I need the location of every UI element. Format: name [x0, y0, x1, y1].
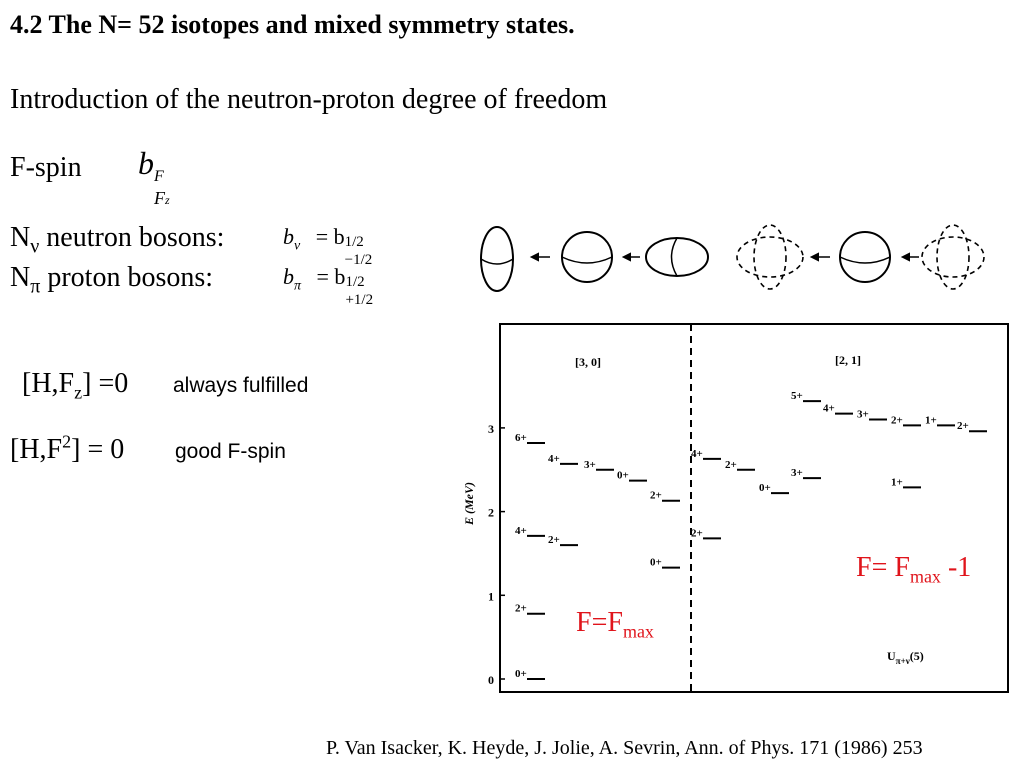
reference-citation: P. Van Isacker, K. Heyde, J. Jolie, A. S…	[326, 737, 923, 759]
proton-line: Nπ proton bosons:	[10, 262, 214, 298]
level-label: 2+	[725, 459, 737, 471]
group-label-21: [2, 1]	[835, 353, 861, 367]
intro-text: Introduction of the neutron-proton degre…	[10, 84, 608, 115]
level-label: 6+	[515, 432, 527, 444]
level-label: 4+	[691, 448, 703, 460]
neutron-equation: bν = b 1/2 −1/2	[283, 224, 373, 268]
level-label: 3+	[857, 409, 869, 421]
level-label: 5+	[791, 390, 803, 402]
fspin-sub: Fz	[154, 188, 170, 208]
fmax-label: F=Fmax	[576, 607, 654, 642]
level-label: 4+	[823, 403, 835, 415]
fspin-operator: b F Fz	[138, 145, 182, 208]
level-label: 2+	[957, 420, 969, 432]
y-tick-label: 1	[488, 589, 494, 603]
fmax-minus-one-label: F= Fmax -1	[856, 552, 972, 587]
level-label: 2+	[650, 490, 662, 502]
level-label: 3+	[584, 459, 596, 471]
mixed-shape-right	[921, 236, 985, 278]
level-label: 2+	[891, 414, 903, 426]
level-label: 4+	[548, 453, 560, 465]
y-axis-label: E (MeV)	[462, 482, 476, 526]
level-label: 4+	[515, 525, 527, 537]
chart-footer: Uπ+ν(5)	[887, 649, 924, 666]
level-label: 0+	[617, 470, 629, 482]
page-title: 4.2 The N= 52 isotopes and mixed symmetr…	[10, 10, 575, 39]
level-label: 0+	[650, 557, 662, 569]
level-label: 3+	[791, 467, 803, 479]
y-tick-label: 3	[488, 422, 494, 436]
y-tick-label: 0	[488, 673, 494, 687]
spherical-shape	[561, 231, 613, 283]
note-always-fulfilled: always fulfilled	[173, 374, 309, 397]
commutator-f2: [H,F2] = 0	[10, 431, 125, 465]
note-good-fspin: good F-spin	[175, 440, 286, 463]
proton-pi: π	[30, 275, 41, 298]
neutron-line: Nν neutron bosons:	[10, 222, 225, 258]
level-label: 1+	[925, 414, 937, 426]
level-label: 2+	[515, 603, 527, 615]
shape-illustration	[480, 224, 985, 292]
fspin-symbol: b	[138, 145, 154, 181]
level-label: 2+	[691, 527, 703, 539]
mixed-shape-left	[736, 236, 804, 278]
oblate-shape	[645, 237, 709, 277]
spherical-shape-2	[839, 231, 891, 283]
level-scheme-chart: E (MeV) 0 1 2 3 [3, 0] [2, 1] 0+ 2+ 4+ 2+ 6+ 4+ 3…	[462, 323, 1009, 693]
fspin-sup: F	[154, 168, 164, 185]
level-label: 0+	[759, 482, 771, 494]
proton-equation: bπ = b 1/2 +1/2	[283, 264, 374, 308]
chart-frame	[499, 323, 1009, 693]
fspin-label: F-spin	[10, 152, 82, 183]
group-label-30: [3, 0]	[575, 355, 601, 369]
level-label: 1+	[891, 476, 903, 488]
prolate-shape	[480, 226, 514, 292]
level-label: 2+	[548, 534, 560, 546]
commutator-fz: [H,Fz] =0	[22, 368, 129, 403]
neutron-nu: ν	[30, 235, 40, 258]
y-tick-label: 2	[488, 506, 494, 520]
level-label: 0+	[515, 668, 527, 680]
